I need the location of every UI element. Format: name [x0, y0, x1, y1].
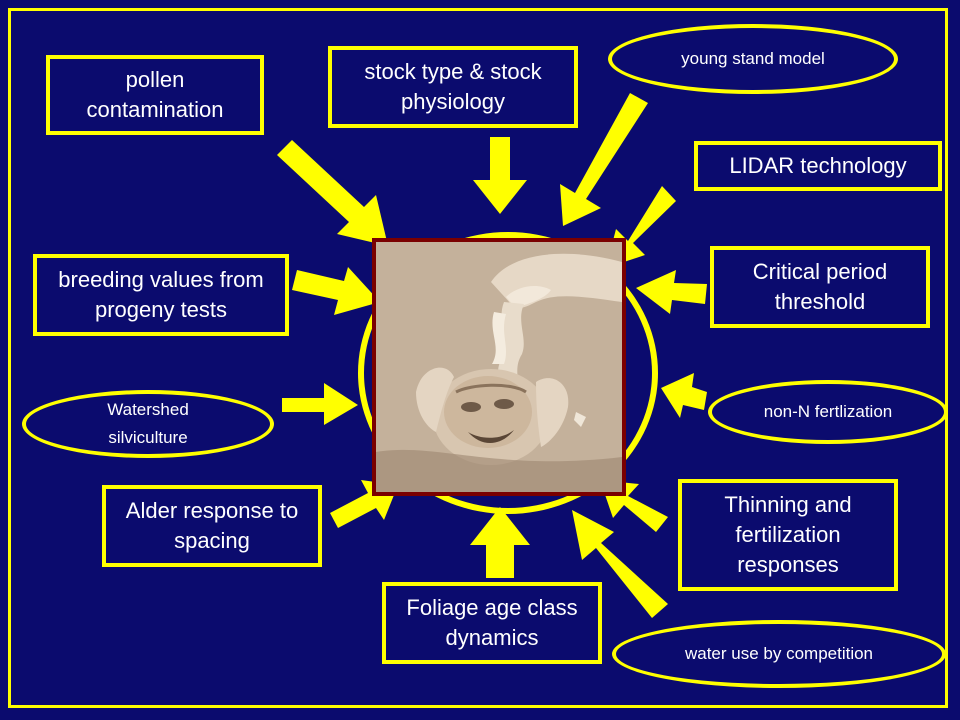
box-stock-type: stock type & stock physiology — [328, 46, 578, 128]
arrow-watershed — [282, 383, 358, 425]
box-breeding-label: breeding values from progeny tests — [58, 267, 264, 322]
box-breeding-values: breeding values from progeny tests — [33, 254, 289, 336]
box-pollen-label: pollen contamination — [86, 67, 224, 122]
box-foliage-label: Foliage age class dynamics — [406, 595, 578, 650]
oval-non-n-label: non-N fertlization — [763, 402, 893, 421]
box-critical-period: Critical period threshold — [710, 246, 930, 328]
stressed-person-illustration — [376, 242, 622, 492]
box-critical-label: Critical period threshold — [752, 259, 888, 314]
oval-young-stand-model: young stand model — [608, 24, 898, 94]
oval-watershed-silviculture: Watershed silviculture — [22, 390, 274, 458]
box-lidar: LIDAR technology — [694, 141, 942, 191]
oval-young-stand-label: young stand model — [681, 49, 825, 68]
arrow-stock-type — [473, 137, 527, 214]
box-thinning-label: Thinning and fertilization responses — [724, 492, 852, 577]
slide-border — [8, 8, 948, 708]
oval-water-use-label: water use by competition — [684, 644, 874, 663]
box-alder-label: Alder response to spacing — [125, 498, 299, 553]
box-lidar-label: LIDAR technology — [729, 153, 907, 178]
arrow-water-use — [572, 510, 668, 618]
oval-water-use: water use by competition — [612, 620, 946, 688]
oval-watershed-label: Watershed silviculture — [107, 400, 189, 447]
arrow-foliage — [470, 507, 530, 578]
box-pollen-contamination: pollen contamination — [46, 55, 264, 135]
box-thinning-fertilization: Thinning and fertilization responses — [678, 479, 898, 591]
arrow-young-stand — [560, 93, 648, 226]
arrow-breeding — [292, 267, 380, 315]
oval-non-n-fertilization: non-N fertlization — [708, 380, 948, 444]
arrow-critical — [636, 270, 707, 314]
arrow-non-n — [661, 373, 707, 418]
box-alder-response: Alder response to spacing — [102, 485, 322, 567]
center-ring — [358, 232, 658, 514]
box-foliage-age: Foliage age class dynamics — [382, 582, 602, 664]
box-stock-type-label: stock type & stock physiology — [364, 59, 542, 114]
arrow-pollen — [277, 140, 388, 246]
center-photo — [372, 238, 626, 496]
